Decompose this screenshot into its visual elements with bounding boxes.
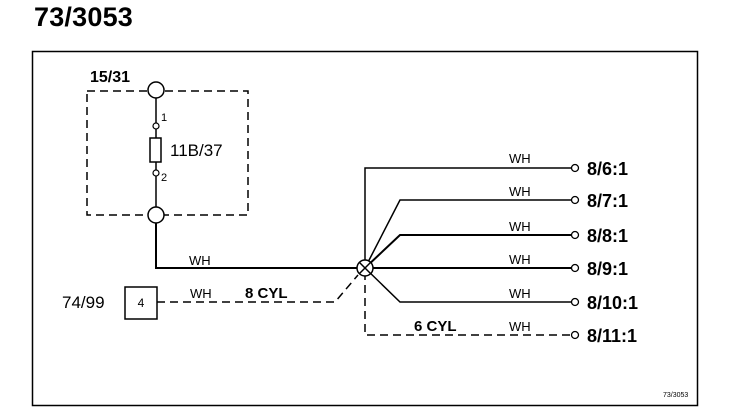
terminal-dot-icon — [570, 297, 580, 307]
output-wire-5 — [364, 267, 571, 303]
output-wire-label: WH — [509, 286, 531, 301]
pin2-dot-icon — [152, 169, 160, 177]
source-wire-label: WH — [190, 286, 212, 301]
terminal-dot-icon — [570, 163, 580, 173]
component-label: 11B/37 — [170, 141, 223, 160]
page-title: 73/3053 — [34, 2, 133, 32]
output-wire-label: WH — [509, 219, 531, 234]
output-wire-label: WH — [509, 151, 531, 166]
terminal-label: 8/8:1 — [587, 226, 628, 246]
source-box-number: 4 — [138, 296, 145, 310]
terminal-label: 8/10:1 — [587, 293, 638, 313]
output-variant-label: 6 CYL — [414, 318, 457, 335]
connector-label: 15/31 — [90, 69, 130, 86]
terminal-label: 8/6:1 — [587, 159, 628, 179]
relay-enclosure — [86, 90, 249, 216]
terminal-label: 8/7:1 — [587, 191, 628, 211]
output-wire-6-dashed — [364, 272, 571, 336]
terminal-dot-icon — [570, 195, 580, 205]
pin1-label: 1 — [161, 112, 167, 124]
output-wire-label: WH — [509, 252, 531, 267]
output-wire-3 — [364, 234, 571, 269]
main-wire-label: WH — [189, 253, 211, 268]
source-wire-dashed — [157, 274, 359, 303]
terminal-dot-icon — [570, 330, 580, 340]
connector-top-icon — [147, 81, 165, 99]
connector-bottom-icon — [147, 206, 165, 224]
main-wire — [155, 223, 357, 269]
output-wire-2 — [364, 199, 571, 269]
output-wire-label: WH — [509, 184, 531, 199]
reference-code: 73/3053 — [663, 392, 688, 399]
terminal-label: 8/9:1 — [587, 259, 628, 279]
diagram-frame — [31, 50, 699, 407]
fuse-icon — [149, 137, 162, 163]
splice-circle-x-icon — [356, 259, 374, 277]
source-box — [124, 286, 158, 320]
pin1-dot-icon — [152, 122, 160, 130]
terminal-dot-icon — [570, 263, 580, 273]
terminal-label: 8/11:1 — [587, 326, 637, 346]
terminal-dot-icon — [570, 230, 580, 240]
source-label: 74/99 — [62, 293, 105, 312]
output-wire-label: WH — [509, 319, 531, 334]
pin2-label: 2 — [161, 172, 167, 184]
output-wire-1 — [364, 167, 571, 268]
source-variant-label: 8 CYL — [245, 285, 288, 302]
